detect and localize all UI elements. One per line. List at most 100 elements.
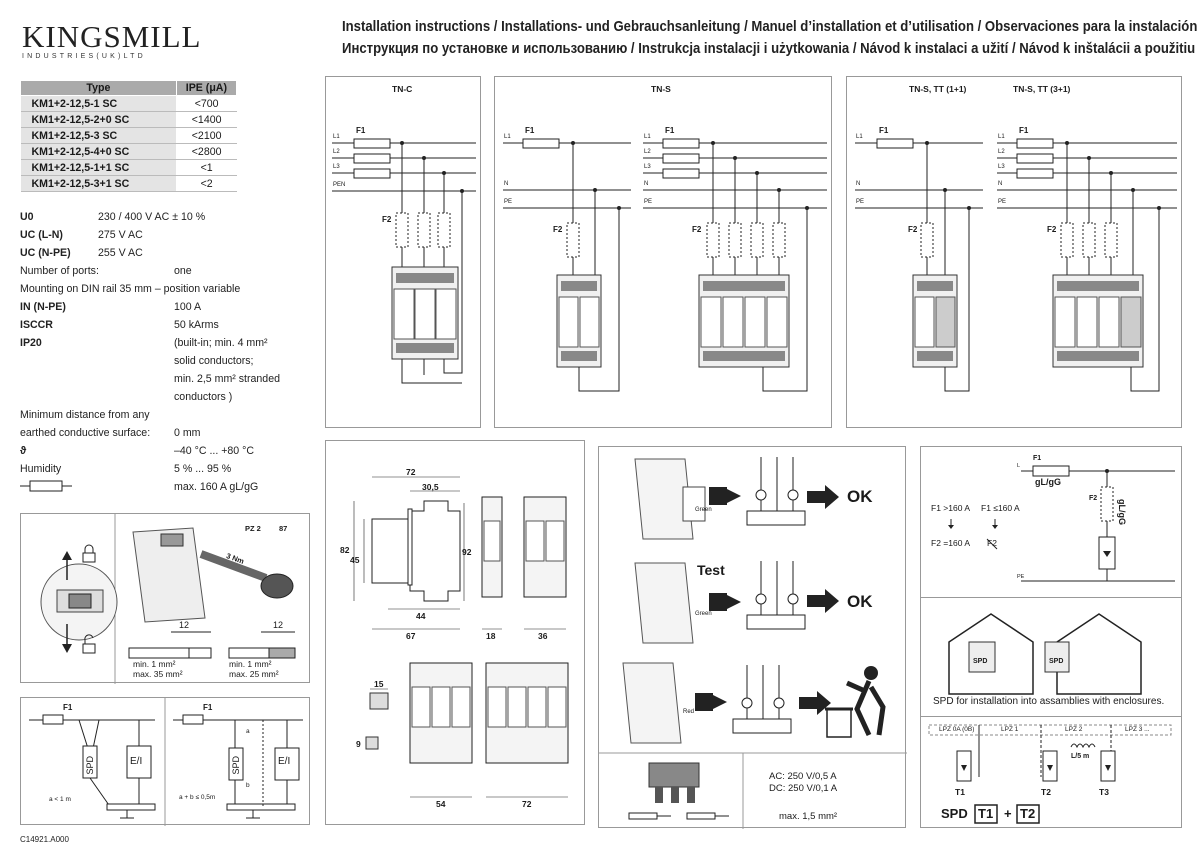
pe-label: PE [856, 199, 865, 205]
fuse-type-2: gL/gG [1117, 499, 1127, 525]
brand-logo: KINGSMILL INDUSTRIES(UK)LTD [22, 19, 202, 60]
type-cell: KM1+2-12,5-3 SC [20, 127, 177, 144]
spd-label: SPD [973, 658, 988, 665]
spec-value: min. 2,5 mm² stranded [174, 373, 280, 385]
table-row: KM1+2-12,5-3+1 SC<2 [20, 175, 237, 192]
dim-36: 36 [538, 631, 548, 641]
unlock-icon [82, 634, 96, 654]
temperature-icon: ϑ [20, 445, 27, 457]
n-label: N [856, 181, 861, 187]
table-row: KM1+2-12,5-2+0 SC<1400 [20, 111, 237, 128]
f2-none: F2 [987, 538, 997, 548]
lpz-2: LPZ 2 [1065, 726, 1083, 733]
lpz-diagram [928, 724, 1172, 824]
tn-s-tt-3-1-title: TN-S, TT (3+1) [1013, 84, 1071, 94]
spec-value: 230 / 400 V AC ± 10 % [98, 211, 206, 223]
fuse-panel: F1 gL/gG F2 gL/gG L PE F1 >160 A F1 ≤160… [920, 446, 1182, 598]
dimensions-drawing [353, 476, 569, 798]
spec-value: –40 °C ... +80 °C [174, 445, 255, 457]
tn-c-panel: TN-C L1 L2 L3 PEN F1 F2 [325, 76, 481, 428]
lock-icon [82, 544, 96, 563]
distance-b: b [246, 782, 250, 789]
fuse-diagram [948, 465, 1175, 582]
t2-label: T2 [1041, 787, 1051, 797]
spec-label: earthed conductive surface: [20, 427, 151, 439]
f2-label: F2 [382, 215, 392, 224]
ok-label: OK [847, 592, 873, 611]
brand-name: KINGSMILL [22, 19, 202, 54]
dim-72b: 72 [522, 799, 532, 809]
spd-symbol: SPD [85, 756, 95, 775]
l-label: L [1017, 463, 1021, 469]
spec-value: (built-in; min. 4 mm² [174, 337, 268, 349]
spd-class-label: SPD [941, 806, 968, 821]
lpz-0: LPZ 0A (0B) [939, 726, 975, 733]
f2-eq-160: F2 =160 A [931, 538, 970, 548]
title-line-1: Installation instructions / Installation… [342, 19, 1200, 35]
enclosure-caption: SPD for installation into assamblies wit… [933, 696, 1165, 707]
distance-label: L/5 m [1071, 753, 1090, 760]
ei-symbol: E/I [130, 756, 143, 767]
pe-label: PE [1017, 574, 1025, 580]
spd-label: SPD [1049, 658, 1064, 665]
ok-label: OK [847, 487, 873, 506]
spec-value: 50 kArms [174, 319, 219, 331]
spec-label: Number of ports: [20, 265, 99, 277]
type-table-header: Type IPE (μA) [20, 80, 238, 96]
pen-label: PEN [333, 182, 346, 188]
spec-value: one [174, 265, 192, 277]
f2-label: F2 [1089, 495, 1098, 502]
class-t2-badge: T2 [1020, 806, 1036, 821]
l2-label: L2 [998, 149, 1005, 155]
ok-arrow-icon [807, 589, 839, 613]
brand-sub: INDUSTRIES(UK)LTD [22, 53, 146, 60]
dimensions-panel: 72 30,5 82 45 92 44 67 18 36 15 9 54 72 [325, 440, 585, 825]
tn-s-diagram [503, 138, 827, 392]
spec-value: 275 V AC [98, 229, 143, 241]
spec-mounting: Mounting on DIN rail 35 mm – position va… [20, 283, 241, 295]
fuse-type: gL/gG [1035, 477, 1061, 487]
f1-label: F1 [356, 126, 366, 135]
indicator-panel: OK Test OK Green Green Red AC: 250 V/0,5… [598, 446, 907, 829]
type-cell: KM1+2-12,5-1+1 SC [20, 159, 177, 176]
ipe-cell: <2100 [176, 127, 237, 144]
f2-label: F2 [1047, 225, 1057, 234]
f2-label: F2 [908, 225, 918, 234]
f1-label: F1 [665, 126, 675, 135]
spec-label: UC (N-PE) [20, 247, 71, 259]
pe-label: PE [644, 199, 653, 205]
dim-72: 72 [406, 467, 416, 477]
type-cell: KM1+2-12,5-3+1 SC [20, 175, 177, 192]
trash-bin-icon [825, 666, 886, 738]
l3-label: L3 [644, 164, 651, 170]
max-section: max. 1,5 mm² [779, 811, 838, 822]
strip-length-2: 12 [273, 620, 284, 630]
spec-label: IP20 [20, 337, 42, 349]
l1-label: L1 [504, 134, 511, 140]
dim-45: 45 [350, 555, 360, 565]
dim-30-5: 30,5 [422, 482, 439, 492]
max-section-1: max. 35 mm² [133, 669, 183, 679]
ipe-header: IPE (μA) [175, 80, 238, 96]
enclosure-panel: SPD SPD SPD for installation into assamb… [920, 597, 1182, 717]
l1-label: L1 [333, 134, 340, 140]
min-section-2: min. 1 mm² [229, 659, 272, 669]
f2-label: F2 [553, 225, 563, 234]
l3-label: L3 [333, 164, 340, 170]
red-label: Red [683, 709, 695, 715]
lpz-3: LPZ 3 ... [1125, 726, 1150, 733]
lpz-panel: LPZ 0A (0B) LPZ 1 LPZ 2 LPZ 3 ... L/5 m … [920, 716, 1182, 828]
type-table: Type IPE (μA) KM1+2-12,5-1 SC<700 KM1+2-… [20, 80, 238, 192]
test-label: Test [697, 562, 725, 578]
distance-sum-note: a + b ≤ 0,5m [179, 794, 216, 801]
dim-9: 9 [356, 739, 361, 749]
table-row: KM1+2-12,5-4+0 SC<2800 [20, 143, 237, 160]
arrow-down-icon [992, 519, 998, 529]
installation-drawing [40, 514, 296, 684]
tn-c-diagram [332, 138, 476, 384]
spec-label: UC (L-N) [20, 229, 63, 241]
tn-s-tt-diagram [855, 138, 1177, 392]
type-cell: KM1+2-12,5-2+0 SC [20, 111, 177, 128]
l1-label: L1 [856, 134, 863, 140]
spec-label: Minimum distance from any [20, 409, 150, 421]
